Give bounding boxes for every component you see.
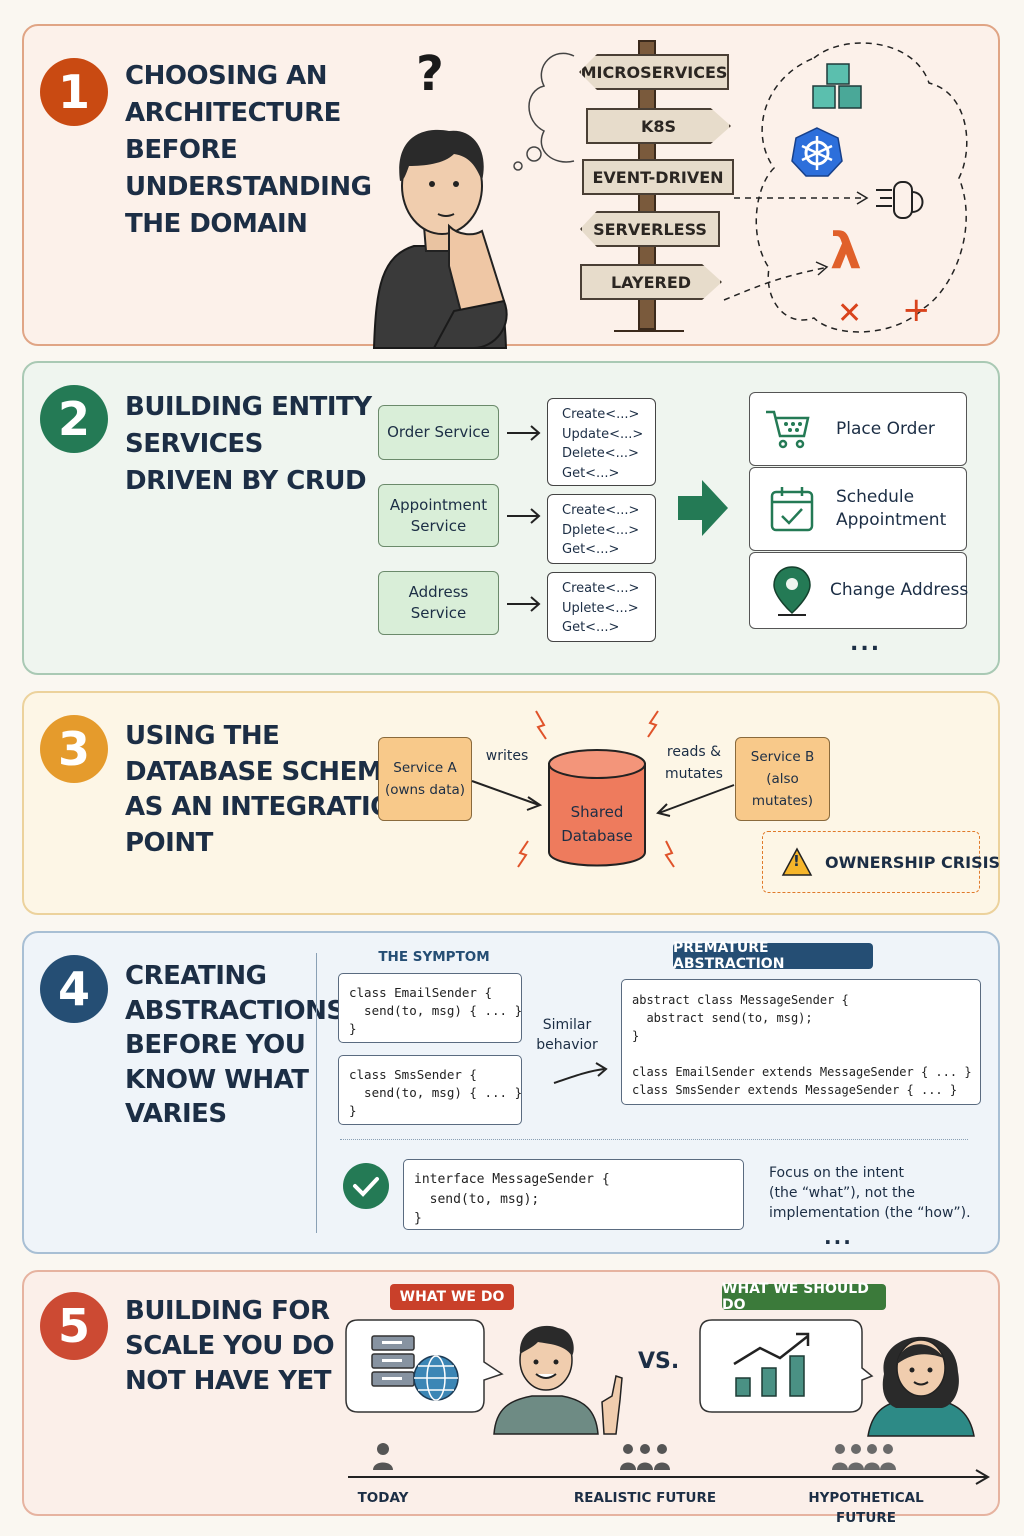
question-mark-icon: ?	[416, 46, 444, 102]
interface-code: interface MessageSender { send(to, msg);…	[403, 1159, 744, 1230]
sign-layered: LAYERED	[580, 264, 722, 300]
single-user-icon	[373, 1443, 393, 1470]
more-ellipsis: ...	[824, 1225, 853, 1249]
plus-mark-icon: +	[902, 290, 931, 330]
op-line: Create<...>	[562, 503, 640, 518]
thought-bubble	[513, 52, 575, 171]
intent-note: Focus on the intent (the “what”), not th…	[769, 1165, 971, 1221]
op-line: Get<...>	[562, 620, 620, 635]
dashed-options-cloud	[723, 42, 968, 333]
sign-microservices: MICROSERVICES	[579, 54, 729, 90]
vertical-divider	[316, 953, 317, 1233]
similar-behavior-label: Similar behavior	[536, 1017, 598, 1053]
user-group-icon	[620, 1444, 670, 1470]
task-label: Change Address	[830, 580, 969, 600]
what-we-do-tag: WHAT WE DO	[390, 1284, 514, 1310]
timeline-axis	[348, 1469, 990, 1485]
timeline-realistic-future: REALISTIC FUTURE	[573, 1490, 717, 1506]
section-title: BUILDING ENTITY SERVICES DRIVEN BY CRUD	[125, 392, 372, 496]
dotted-separator	[340, 1139, 968, 1140]
database-label: Shared Database	[561, 803, 633, 845]
db-arrows	[471, 780, 735, 817]
writes-label: writes	[485, 748, 529, 764]
shared-database-cylinder	[548, 749, 646, 867]
event-stream-icon	[876, 181, 924, 219]
reads-mutates-label: reads & mutates	[665, 744, 723, 782]
large-user-group-icon	[832, 1444, 896, 1470]
warning-triangle-icon	[781, 847, 813, 876]
op-line: Create<...>	[562, 407, 640, 422]
address-ops-box: Create<...> Uplete<...> Get<...>	[547, 572, 656, 642]
order-service-box: Order Service	[378, 405, 499, 460]
section-title: BUILDING FOR SCALE YOU DO NOT HAVE YET	[125, 1296, 335, 1396]
section-number-badge: 1	[40, 58, 108, 126]
section-title: CREATING ABSTRACTIONS BEFORE YOU KNOW WH…	[125, 961, 345, 1129]
op-line: Get<...>	[562, 542, 620, 557]
map-pin-icon	[773, 565, 811, 616]
appointment-ops-box: Create<...> Dplete<...> Get<...>	[547, 494, 656, 564]
growth-chart-bubble	[699, 1319, 874, 1413]
timeline-hypothetical-future: HYPOTHETICAL FUTURE	[808, 1490, 924, 1526]
warning-text: OWNERSHIP CRISIS	[825, 852, 1001, 872]
man-pointing-illustration	[493, 1325, 623, 1435]
vs-label: VS.	[638, 1349, 680, 1374]
crud-arrows	[507, 425, 541, 612]
timeline-today: TODAY	[357, 1490, 409, 1506]
task-schedule-appointment: Schedule Appointment	[749, 467, 967, 551]
order-ops-box: Create<...> Update<...> Delete<...> Get<…	[547, 398, 656, 486]
what-we-should-do-tag: WHAT WE SHOULD DO	[722, 1281, 886, 1313]
x-mark-icon: ✕	[837, 296, 863, 331]
task-change-address: Change Address	[749, 552, 969, 629]
sign-k8s: K8S	[586, 108, 731, 144]
op-line: Create<...>	[562, 581, 640, 596]
section-3-panel: 3 USING THE DATABASE SCHEMA AS AN INTEGR…	[22, 691, 1000, 915]
sign-event-driven: EVENT-DRIVEN	[582, 159, 734, 195]
section-1-panel: 1 CHOOSING AN ARCHITECTURE BEFORE UNDERS…	[22, 24, 1000, 349]
section-number-badge: 4	[40, 955, 108, 1023]
task-label: Schedule Appointment	[836, 487, 947, 530]
lambda-icon: λ	[830, 222, 862, 280]
signpost-grass	[614, 324, 684, 332]
big-green-arrow-icon	[678, 480, 728, 536]
shopping-cart-icon	[766, 410, 810, 449]
task-label: Place Order	[836, 418, 935, 439]
premature-abstraction-code: abstract class MessageSender { abstract …	[621, 979, 981, 1105]
thinking-person-illustration	[372, 129, 508, 349]
sign-serverless: SERVERLESS	[580, 211, 720, 247]
section-title: CHOOSING AN ARCHITECTURE BEFORE UNDERSTA…	[125, 61, 372, 239]
section-number-badge: 5	[40, 1292, 108, 1360]
appointment-service-box: Appointment Service	[378, 484, 499, 547]
cubes-icon	[812, 63, 862, 109]
service-b-box: Service B (also mutates)	[735, 737, 830, 821]
check-circle-icon	[343, 1163, 389, 1209]
server-globe-bubble	[345, 1319, 504, 1413]
email-sender-code: class EmailSender { send(to, msg) { ... …	[338, 973, 522, 1043]
similar-arrow	[553, 1062, 608, 1084]
section-title: USING THE DATABASE SCHEMA AS AN INTEGRAT…	[125, 721, 414, 858]
sms-sender-code: class SmsSender { send(to, msg) { ... } …	[338, 1055, 522, 1125]
op-line: Get<...>	[562, 465, 620, 481]
section-4-panel: 4 CREATING ABSTRACTIONS BEFORE YOU KNOW …	[22, 931, 1000, 1254]
section-2-panel: 2 BUILDING ENTITY SERVICES DRIVEN BY CRU…	[22, 361, 1000, 675]
op-line: Uplete<...>	[562, 600, 639, 616]
kubernetes-icon	[791, 127, 843, 177]
op-line: Delete<...>	[562, 446, 639, 461]
more-ellipsis: ...	[850, 631, 882, 656]
op-line: Update<...>	[562, 426, 644, 442]
woman-illustration	[867, 1336, 975, 1437]
warning-symbol: !	[793, 852, 800, 870]
section-5-panel: 5 BUILDING FOR SCALE YOU DO NOT HAVE YET…	[22, 1270, 1000, 1526]
calendar-check-icon	[770, 487, 814, 532]
ownership-crisis-warning: ! OWNERSHIP CRISIS	[762, 831, 1000, 893]
address-service-box: Address Service	[378, 571, 499, 635]
symptom-header: THE SYMPTOM	[378, 949, 490, 965]
service-a-box: Service A (owns data)	[378, 737, 472, 821]
premature-abstraction-header: PREMATURE ABSTRACTION	[673, 940, 873, 972]
task-place-order: Place Order	[749, 392, 967, 466]
section-number-badge: 2	[40, 385, 108, 453]
lightning-bolts-icon	[517, 710, 675, 868]
section-number-badge: 3	[40, 715, 108, 783]
op-line: Dplete<...>	[562, 522, 640, 538]
